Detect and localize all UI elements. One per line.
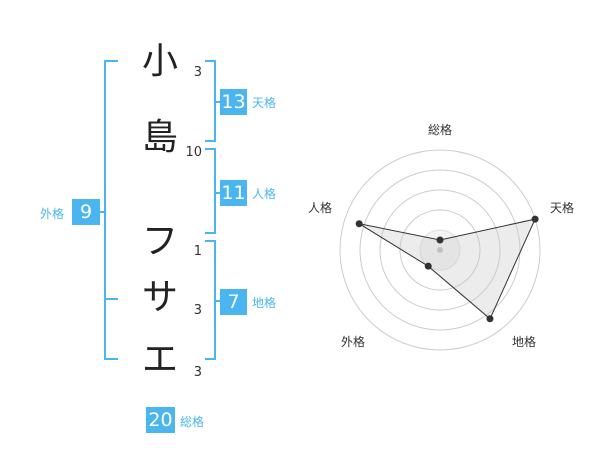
stroke-count-3: 1 — [193, 244, 202, 259]
name-char-4: サ — [141, 277, 178, 318]
name-char-1: 小 — [141, 41, 178, 82]
soukaku-label: 総格 — [180, 415, 205, 429]
radar-label-jinkaku: 人格 — [308, 200, 332, 215]
name-char-2: 島 — [141, 117, 178, 158]
radar-label-tenkaku: 天格 — [550, 200, 574, 215]
chikaku-label: 地格 — [252, 296, 277, 310]
radar-point-総格 — [436, 236, 444, 244]
radar-points — [355, 215, 539, 323]
jinkaku-bracket — [205, 148, 216, 234]
jinkaku-label: 人格 — [252, 187, 277, 201]
tenkaku-connector — [214, 101, 221, 103]
soukaku-value: 20 — [146, 407, 175, 433]
bracket-divider — [104, 298, 118, 300]
radar-polygon — [358, 218, 536, 320]
jinkaku-value: 11 — [220, 180, 247, 206]
name-char-5: エ — [141, 339, 178, 380]
radar-point-外格 — [424, 262, 432, 270]
radar-point-天格 — [531, 215, 539, 223]
chikaku-value: 7 — [220, 289, 247, 315]
radar-grid — [339, 149, 541, 351]
tenkaku-label: 天格 — [252, 96, 277, 110]
radar-label-gaikaku: 外格 — [341, 334, 365, 349]
stroke-count-4: 3 — [193, 303, 202, 318]
gaikaku-bracket — [104, 60, 118, 360]
radar-label-soukaku: 総格 — [428, 122, 452, 137]
gaikaku-label: 外格 — [40, 207, 65, 221]
stroke-count-2: 10 — [185, 145, 202, 160]
radar-point-人格 — [355, 220, 363, 228]
stroke-count-5: 3 — [193, 365, 202, 380]
fortune-radar-chart: 総格 天格 地格 外格 人格 — [308, 122, 574, 351]
chikaku-connector — [214, 300, 221, 302]
tenkaku-value: 13 — [220, 89, 247, 115]
stroke-count-1: 3 — [193, 65, 202, 80]
gaikaku-value: 9 — [72, 199, 100, 225]
radar-label-chikaku: 地格 — [512, 334, 536, 349]
name-char-3: フ — [141, 221, 178, 262]
radar-point-地格 — [486, 315, 494, 323]
jinkaku-connector — [214, 192, 221, 194]
